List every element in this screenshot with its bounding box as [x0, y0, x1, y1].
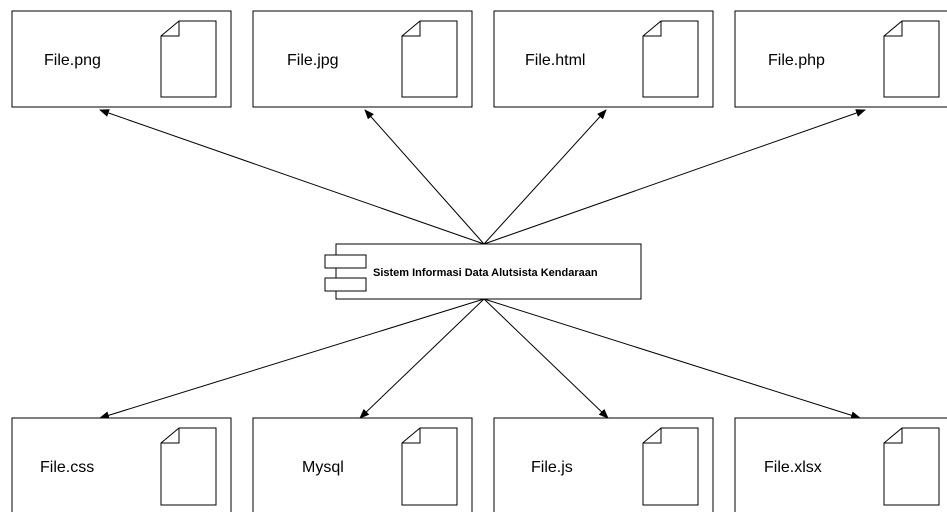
arrow-to-file-php [483, 109, 866, 245]
document-icon [883, 427, 940, 506]
artifact-file-png: File.png [11, 10, 232, 108]
artifact-label: File.css [40, 459, 94, 476]
artifact-label: File.js [531, 459, 573, 476]
arrow-to-file-xlsx [483, 298, 861, 420]
component-label: Sistem Informasi Data Alutsista Kendaraa… [373, 267, 598, 279]
artifact-file-css: File.css [11, 417, 232, 512]
arrow-to-file-jpg [364, 109, 485, 245]
document-icon [642, 427, 699, 506]
document-icon [160, 20, 217, 98]
artifact-file-js: File.js [493, 417, 714, 512]
arrow-to-file-js [483, 298, 609, 419]
dependency-arrows [99, 109, 866, 420]
document-icon [883, 20, 940, 98]
artifact-label: File.png [44, 52, 101, 69]
uml-component-icon [324, 254, 367, 292]
arrow-to-file-html [483, 109, 607, 245]
arrow-to-mysql [359, 298, 485, 419]
document-icon [642, 20, 699, 98]
document-icon [401, 427, 458, 506]
artifact-label: File.xlsx [764, 459, 822, 476]
artifact-file-html: File.html [493, 10, 714, 108]
artifact-label: File.html [525, 52, 585, 69]
arrow-to-file-css [99, 298, 485, 420]
arrow-to-file-png [99, 109, 485, 245]
artifact-label: File.jpg [287, 52, 339, 69]
artifact-file-jpg: File.jpg [252, 10, 473, 108]
artifact-label: File.php [768, 52, 825, 69]
artifact-file-xlsx: File.xlsx [734, 417, 947, 512]
component-node: Sistem Informasi Data Alutsista Kendaraa… [324, 243, 642, 300]
artifact-label: Mysql [302, 459, 344, 476]
document-icon [160, 427, 217, 506]
artifact-mysql: Mysql [252, 417, 473, 512]
artifact-file-php: File.php [734, 10, 947, 108]
component-box [335, 243, 642, 300]
document-icon [401, 20, 458, 98]
